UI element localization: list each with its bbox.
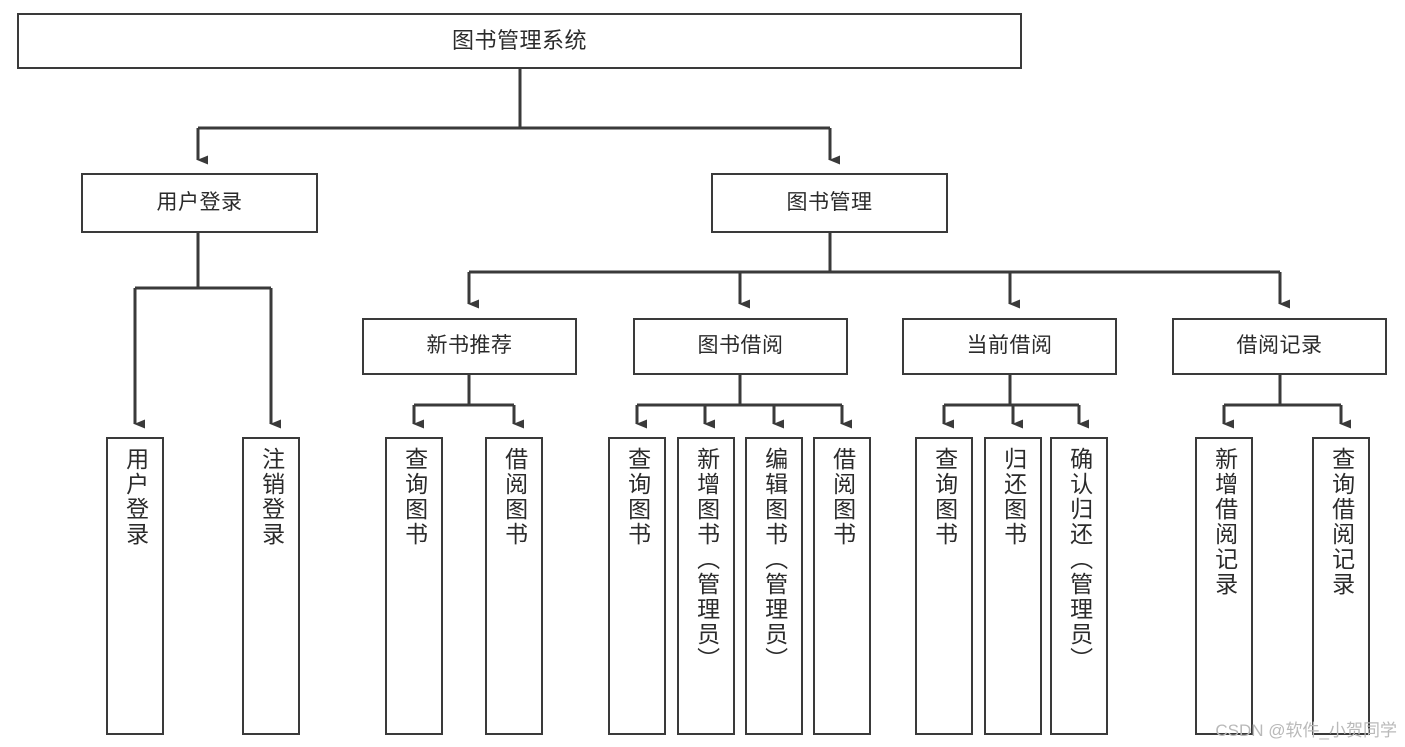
node-leaf-query-borrow-record[interactable]: 查询借阅记录 xyxy=(1312,437,1370,735)
node-label: 借阅记录 xyxy=(1236,334,1323,358)
node-label: 借阅图书 xyxy=(829,447,856,547)
node-current-borrow[interactable]: 当前借阅 xyxy=(902,318,1117,375)
node-leaf-confirm-return-admin[interactable]: 确认归还（管理员） xyxy=(1050,437,1108,735)
watermark: CSDN @软件_小贺同学 xyxy=(1215,721,1397,740)
node-leaf-edit-book-admin[interactable]: 编辑图书（管理员） xyxy=(745,437,803,735)
node-label: 确认归还（管理员） xyxy=(1066,447,1093,672)
node-leaf-borrow-book[interactable]: 借阅图书 xyxy=(813,437,871,735)
node-leaf-borrow-book-recommend[interactable]: 借阅图书 xyxy=(485,437,543,735)
node-new-book-recommend[interactable]: 新书推荐 xyxy=(362,318,577,375)
node-leaf-query-book-borrow[interactable]: 查询图书 xyxy=(608,437,666,735)
node-label: 注销登录 xyxy=(258,447,285,547)
node-label: 图书借阅 xyxy=(697,334,784,358)
node-book-borrow[interactable]: 图书借阅 xyxy=(633,318,848,375)
node-leaf-return-book[interactable]: 归还图书 xyxy=(984,437,1042,735)
node-leaf-query-book-recommend[interactable]: 查询图书 xyxy=(385,437,443,735)
node-label: 查询借阅记录 xyxy=(1328,447,1355,597)
node-leaf-query-book-current[interactable]: 查询图书 xyxy=(915,437,973,735)
node-label: 新书推荐 xyxy=(426,334,513,358)
node-label: 图书管理系统 xyxy=(451,28,587,54)
node-root-book-management-system[interactable]: 图书管理系统 xyxy=(17,13,1022,69)
node-user-login[interactable]: 用户登录 xyxy=(81,173,318,233)
node-leaf-logout[interactable]: 注销登录 xyxy=(242,437,300,735)
node-borrow-record[interactable]: 借阅记录 xyxy=(1172,318,1387,375)
node-leaf-add-book-admin[interactable]: 新增图书（管理员） xyxy=(677,437,735,735)
node-label: 用户登录 xyxy=(122,447,149,547)
node-label: 当前借阅 xyxy=(966,334,1053,358)
node-label: 编辑图书（管理员） xyxy=(761,447,788,672)
node-label: 新增图书（管理员） xyxy=(693,447,720,672)
node-leaf-add-borrow-record[interactable]: 新增借阅记录 xyxy=(1195,437,1253,735)
node-label: 查询图书 xyxy=(931,447,958,547)
node-label: 查询图书 xyxy=(401,447,428,547)
node-book-management[interactable]: 图书管理 xyxy=(711,173,948,233)
node-label: 借阅图书 xyxy=(501,447,528,547)
node-label: 图书管理 xyxy=(786,190,873,214)
node-label: 用户登录 xyxy=(156,190,243,214)
node-label: 归还图书 xyxy=(1000,447,1027,547)
node-leaf-user-login[interactable]: 用户登录 xyxy=(106,437,164,735)
node-label: 查询图书 xyxy=(624,447,651,547)
node-label: 新增借阅记录 xyxy=(1211,447,1238,597)
